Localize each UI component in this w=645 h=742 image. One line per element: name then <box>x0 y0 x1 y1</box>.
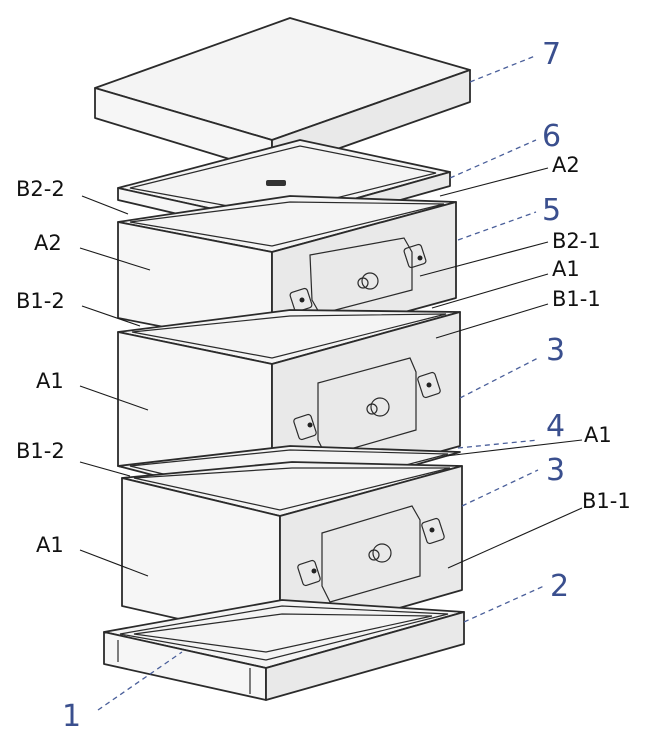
number-6: 6 <box>542 119 561 154</box>
part-2-base-tray <box>103 599 465 701</box>
label-b1-1-lower: B1-1 <box>582 489 631 513</box>
label-b1-1-upper: B1-1 <box>552 287 601 311</box>
label-a1-right-upper: A1 <box>552 257 580 281</box>
label-a2-right: A2 <box>552 153 580 177</box>
slot-mark <box>266 180 286 186</box>
label-a1-left-lower: A1 <box>36 533 64 557</box>
label-b1-2-lower: B1-2 <box>16 439 65 463</box>
number-2: 2 <box>550 569 569 604</box>
number-3-lower: 3 <box>546 453 565 488</box>
number-1: 1 <box>62 699 81 734</box>
left-labels: B2-2 A2 B1-2 A1 B1-2 A1 <box>16 177 65 557</box>
number-4: 4 <box>546 409 565 444</box>
label-a2-left: A2 <box>34 231 62 255</box>
label-leaders <box>79 167 583 577</box>
number-7: 7 <box>542 37 561 72</box>
label-b2-1: B2-1 <box>552 229 601 253</box>
number-leaders <box>97 55 545 711</box>
part-numbers: 7 6 5 3 4 3 2 1 <box>62 37 569 734</box>
number-3-upper: 3 <box>546 333 565 368</box>
label-b2-2: B2-2 <box>16 177 65 201</box>
number-5: 5 <box>542 193 561 228</box>
label-b1-2-upper: B1-2 <box>16 289 65 313</box>
part-3-chamber-lower <box>121 461 463 643</box>
label-a1-left-upper: A1 <box>36 369 64 393</box>
label-a1-right-lower: A1 <box>584 423 612 447</box>
right-labels: A2 B2-1 A1 B1-1 A1 B1-1 <box>552 153 631 513</box>
